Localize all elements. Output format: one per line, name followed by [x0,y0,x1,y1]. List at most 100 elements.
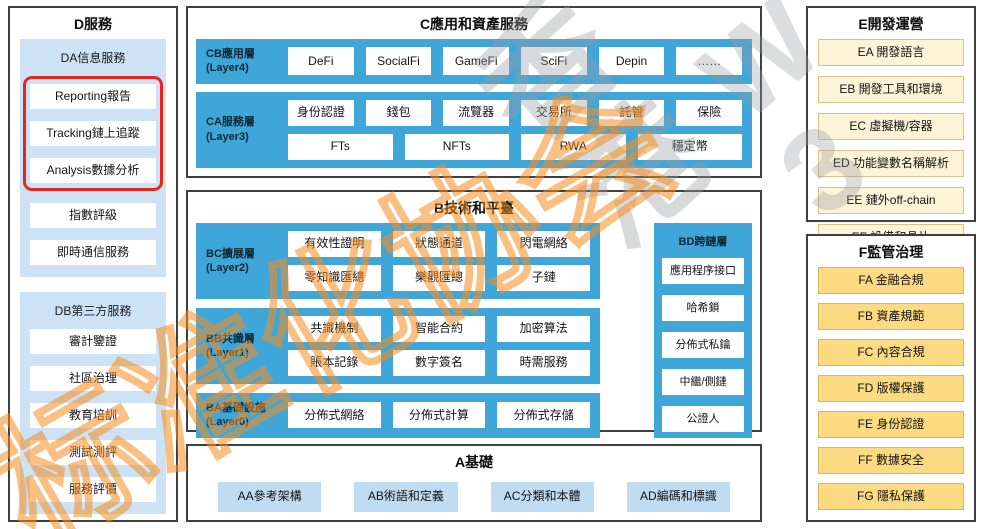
e-devops-item: EA 開發語言 [818,39,964,66]
panel-c-title: C應用和資產服務 [419,16,529,32]
db-service-item: 審計鑒證 [30,329,156,354]
f-item-list: FA 金融合規 FB 資產規範 FC 內容合規 FD 版權保護 FE 身份認證 FF 數據… [818,267,964,510]
bb-item: 數字簽名 [392,350,486,376]
a-foundation-item: AD編碼和標識 [626,482,730,512]
bc-row-1: 有效性證明狀態通道閃電網絡 [288,231,591,257]
ba-item: 分佈式網絡 [288,402,381,429]
ba-item: 分佈式計算 [392,402,486,429]
ca-service-item: 流覽器 [443,99,510,126]
ba-rows: 分佈式網絡分佈式計算分佈式存儲 [288,402,591,429]
da-service-item: Reporting報告 [30,84,156,109]
bc-item: 樂觀匯總 [392,265,486,291]
bb-item: 共識機制 [288,316,381,342]
layer-bb-name: BB共識層 [206,332,255,345]
panel-b-layer-stack: BC擴展層 (Layer2) 有效性證明狀態通道閃電網絡 零知識匯總樂觀匯總子鏈… [196,223,600,438]
group-da-header: DA信息服務 [60,51,126,65]
f-governance-item: FF 數據安全 [818,447,964,474]
f-governance-item: FA 金融合規 [818,267,964,294]
group-db-thirdparty-services: DB第三方服務 審計鑒證社區治理教育培訓測試測評服務評價 [20,292,166,514]
layer-cb-name: CB應用層 [206,48,255,60]
panel-e-dev-operations: E開發運營 EA 開發語言 EB 開發工具和環境 EC 虛擬機/容器 ED 功能變數名… [806,6,976,251]
bb-row-2: 賬本記錄數字簽名時需服務 [288,350,591,376]
layer-bc-label: BC擴展層 (Layer2) [206,247,276,276]
group-da-information-services: DA信息服務 Reporting報告 Tracking鏈上追蹤 Analysis數據… [20,39,166,277]
ca-service-item: 錢包 [365,99,432,126]
f-governance-item: FD 版權保護 [818,375,964,402]
cb-app-item: GameFi [443,47,510,76]
ca-service-item: 交易所 [521,99,587,126]
panel-b-title: B技術和平臺 [433,200,515,216]
db-service-item: 教育培訓 [30,403,156,428]
ca-token-item: NFTs [404,133,509,160]
layer-ca-name: CA服務層 [206,116,255,129]
ca-token-item: RWA [521,133,626,160]
cb-app-item: SocialFi [365,47,432,76]
f-governance-item: FE 身份認證 [818,411,964,438]
layer-bc-name: BC擴展層 [206,247,255,260]
e-devops-item: EC 虛擬機/容器 [818,113,964,140]
ca-service-item: 託管 [598,99,665,126]
f-governance-item: FB 資產規範 [818,303,964,330]
bd-item: 分佈式私鑰 [662,332,744,358]
da-highlighted-list: Reporting報告 Tracking鏈上追蹤 Analysis數據分析 [30,84,156,183]
bb-row-1: 共識機制智能合約加密算法 [288,316,591,342]
layer-bc-extension: BC擴展層 (Layer2) 有效性證明狀態通道閃電網絡 零知識匯總樂觀匯總子鏈 [196,223,600,299]
bd-item: 應用程序接口 [662,258,744,284]
bd-item: 哈希鎖 [662,295,744,321]
bd-item-list: 應用程序接口哈希鎖分佈式私鑰中繼/側鏈公證人 [662,258,744,432]
ba-item: 分佈式存儲 [497,402,591,429]
bc-item: 狀態通道 [392,231,486,257]
layer-ca-layer: (Layer3) [206,130,249,143]
layer-bd-crosschain: BD跨鏈層 應用程序接口哈希鎖分佈式私鑰中繼/側鏈公證人 [654,223,752,438]
panel-b-body: BC擴展層 (Layer2) 有效性證明狀態通道閃電網絡 零知識匯總樂觀匯總子鏈… [196,223,752,438]
cb-app-item: DeFi [288,47,354,76]
bc-item: 閃電網絡 [497,231,591,257]
layer-ca-label: CA服務層 (Layer3) [206,115,276,144]
db-service-item: 服務評價 [30,477,156,502]
bb-item: 加密算法 [497,316,591,342]
bc-item: 子鏈 [497,265,591,291]
layer-bb-label: BB共識層 (Layer1) [206,332,276,361]
layer-ba-name: BA基礎設施 [206,402,266,414]
panel-e-title: E開發運營 [858,16,924,32]
ca-service-item: 身份認證 [288,99,354,126]
panel-b-technology-platform: B技術和平臺 BC擴展層 (Layer2) 有效性證明狀態通道閃電網絡 零知識匯… [186,190,762,438]
da-service-item: Analysis數據分析 [30,158,156,183]
bb-rows: 共識機制智能合約加密算法 賬本記錄數字簽名時需服務 [288,316,591,376]
f-governance-item: FG 隱私保護 [818,483,964,510]
cb-app-item: …… [676,47,743,76]
e-devops-item: ED 功能變數名稱解析 [818,150,964,177]
da-service-item: Tracking鏈上追蹤 [30,121,156,146]
layer-ba-label: BA基礎設施 (Layer0) [206,401,276,430]
db-service-item: 測試測評 [30,440,156,465]
e-devops-item: EB 開發工具和環境 [818,76,964,103]
panel-a-title: A基礎 [454,454,494,470]
bc-row-2: 零知識匯總樂觀匯總子鏈 [288,265,591,291]
bd-item: 公證人 [662,406,744,432]
f-governance-item: FC 內容合規 [818,339,964,366]
layer-bc-layer: (Layer2) [206,262,249,274]
layer-ba-infrastructure: BA基礎設施 (Layer0) 分佈式網絡分佈式計算分佈式存儲 [196,393,600,438]
ba-row-1: 分佈式網絡分佈式計算分佈式存儲 [288,402,591,429]
db-item-list: 審計鑒證社區治理教育培訓測試測評服務評價 [30,329,156,502]
a-foundation-item: AB術語和定義 [354,482,458,512]
layer-bb-layer: (Layer1) [206,347,249,359]
cb-app-item: Depin [598,47,665,76]
layer-bd-label: BD跨鏈層 [678,236,728,248]
ca-service-item: 保險 [676,99,743,126]
bc-item: 有效性證明 [288,231,381,257]
panel-f-title: F監管治理 [858,244,924,260]
red-highlight-box: Reporting報告 Tracking鏈上追蹤 Analysis數據分析 [23,76,163,191]
bb-item: 智能合約 [392,316,486,342]
layer-ba-layer: (Layer0) [206,416,249,429]
da-service-item: 指數評級 [30,203,156,228]
